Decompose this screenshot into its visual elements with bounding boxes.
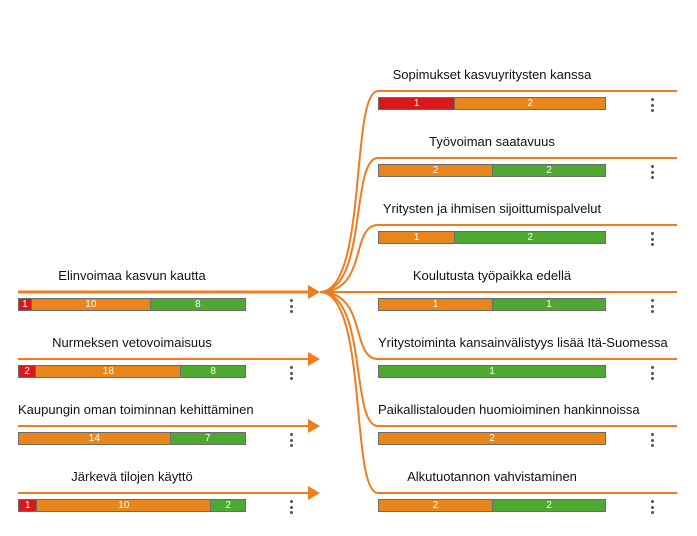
status-segment-orange[interactable]: 1 — [379, 232, 455, 243]
goal-title[interactable]: Kaupungin oman toiminnan kehittäminen — [18, 402, 254, 417]
kebab-menu-icon[interactable] — [646, 97, 658, 113]
menu-dot — [289, 366, 293, 369]
status-segment-orange[interactable]: 10 — [30, 299, 150, 310]
menu-dot — [650, 433, 654, 436]
kebab-menu-icon[interactable] — [646, 432, 658, 448]
status-segment-red[interactable]: 1 — [19, 500, 37, 511]
menu-dot — [650, 511, 654, 514]
status-segment-green[interactable]: 8 — [180, 366, 245, 377]
menu-dot — [650, 304, 654, 308]
menu-dot — [289, 310, 293, 313]
menu-dot — [289, 500, 293, 503]
menu-dot — [650, 243, 654, 246]
status-segment-orange[interactable]: 2 — [379, 433, 605, 444]
menu-dot — [650, 500, 654, 503]
status-segment-red[interactable]: 1 — [379, 98, 455, 109]
status-segment-orange[interactable]: 14 — [19, 433, 170, 444]
menu-dot — [650, 170, 654, 174]
menu-dot — [650, 371, 654, 375]
kebab-menu-icon[interactable] — [285, 432, 297, 448]
status-segment-orange[interactable]: 2 — [454, 98, 605, 109]
menu-dot — [289, 511, 293, 514]
branch-connector-line — [319, 90, 677, 293]
status-segment-green[interactable]: 2 — [492, 165, 605, 176]
menu-dot — [289, 505, 293, 509]
menu-dot — [650, 366, 654, 369]
kebab-menu-icon[interactable] — [646, 499, 658, 515]
menu-dot — [650, 505, 654, 509]
status-segment-orange[interactable]: 2 — [379, 165, 492, 176]
goal-title[interactable]: Sopimukset kasvuyritysten kanssa — [392, 67, 592, 82]
menu-dot — [650, 98, 654, 101]
status-segment-orange[interactable]: 10 — [36, 500, 211, 511]
menu-dot — [650, 237, 654, 241]
status-segment-green[interactable]: 8 — [149, 299, 245, 310]
branch-connector-line — [319, 291, 677, 494]
kebab-menu-icon[interactable] — [646, 164, 658, 180]
status-segment-orange[interactable]: 1 — [379, 299, 492, 310]
menu-dot — [650, 109, 654, 112]
arrow-head-icon — [308, 486, 320, 500]
menu-dot — [289, 371, 293, 375]
arrow-head-icon — [308, 285, 320, 299]
goal-title[interactable]: Alkutuotannon vahvistaminen — [407, 469, 577, 484]
status-segment-red[interactable]: 1 — [19, 299, 31, 310]
menu-dot — [289, 304, 293, 308]
status-segment-red[interactable]: 2 — [19, 366, 36, 377]
kebab-menu-icon[interactable] — [646, 298, 658, 314]
menu-dot — [289, 438, 293, 442]
goal-title[interactable]: Paikallistalouden huomioiminen hankinnoi… — [378, 402, 640, 417]
status-segment-green[interactable]: 7 — [169, 433, 245, 444]
menu-dot — [650, 232, 654, 235]
goal-title[interactable]: Yritysten ja ihmisen sijoittumispalvelut — [382, 201, 602, 216]
arrow-head-icon — [308, 419, 320, 433]
arrow-head-icon — [308, 352, 320, 366]
kebab-menu-icon[interactable] — [646, 365, 658, 381]
menu-dot — [650, 377, 654, 380]
menu-dot — [650, 176, 654, 179]
menu-dot — [650, 165, 654, 168]
status-segment-orange[interactable]: 18 — [35, 366, 181, 377]
status-segment-green[interactable]: 2 — [492, 500, 605, 511]
status-segment-green[interactable]: 2 — [454, 232, 605, 243]
kebab-menu-icon[interactable] — [285, 499, 297, 515]
menu-dot — [650, 299, 654, 302]
status-bar[interactable]: 1 — [378, 365, 606, 378]
goal-title[interactable]: Yritystoiminta kansainvälistyys lisää It… — [378, 335, 668, 350]
goal-title[interactable]: Työvoiman saatavuus — [429, 134, 555, 149]
kebab-menu-icon[interactable] — [285, 298, 297, 314]
menu-dot — [650, 438, 654, 442]
menu-dot — [289, 444, 293, 447]
status-segment-green[interactable]: 1 — [379, 366, 605, 377]
menu-dot — [289, 299, 293, 302]
goal-title[interactable]: Nurmeksen vetovoimaisuus — [52, 335, 212, 350]
goal-title[interactable]: Elinvoimaa kasvun kautta — [58, 268, 206, 283]
menu-dot — [650, 444, 654, 447]
status-segment-green[interactable]: 2 — [210, 500, 245, 511]
goal-title[interactable]: Järkevä tilojen käyttö — [71, 469, 193, 484]
kebab-menu-icon[interactable] — [285, 365, 297, 381]
menu-dot — [650, 310, 654, 313]
status-segment-green[interactable]: 1 — [492, 299, 605, 310]
kebab-menu-icon[interactable] — [646, 231, 658, 247]
status-segment-orange[interactable]: 2 — [379, 500, 492, 511]
goal-title[interactable]: Koulutusta työpaikka edellä — [412, 268, 572, 283]
menu-dot — [289, 433, 293, 436]
menu-dot — [289, 377, 293, 380]
status-bar[interactable]: 2 — [378, 432, 606, 445]
menu-dot — [650, 103, 654, 107]
